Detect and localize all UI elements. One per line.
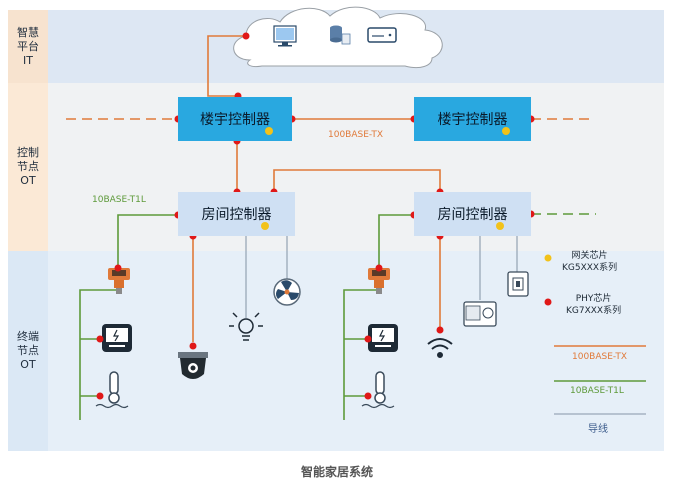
server-icon [367,27,397,43]
control-layer-label: 控制 节点 OT [8,83,48,251]
wifi-icon [427,338,453,358]
switch-icon [507,271,529,297]
legend-wire-text: 导线 [588,424,608,435]
legend-gateway-text: 网关芯片 KG5XXX系列 [562,251,618,273]
thermometer-icon [95,371,129,409]
legend-gateway-dot [544,254,552,262]
legend-tx-text: 100BASE-TX [572,352,627,362]
legend-phy-dot [544,298,552,306]
cloud-uplink [207,35,246,97]
meter-icon [102,324,132,352]
meter-icon [368,324,398,352]
fan-icon [273,278,301,306]
terminal-layer-label: 终端 节点 OT [8,251,48,451]
database-icon [330,25,351,45]
tx-link-label: 100BASE-TX [328,130,383,140]
t1l-left [117,214,178,268]
building-controller-right: 楼宇控制器 [414,97,531,141]
room-controller-left: 房间控制器 [178,192,295,236]
gas-sensor-icon [108,268,130,294]
control-band [48,83,664,251]
building-to-room-right [273,169,441,192]
gateway-chip-dot [261,222,269,230]
terminal-band [48,251,664,451]
it-layer-label: 智慧 平台 IT [8,10,48,83]
t1l-right [378,214,414,268]
air-conditioner-icon [463,301,497,327]
gas-sensor-icon [368,268,390,294]
monitor-icon [273,25,297,47]
t1l-link-label: 10BASE-T1L [92,195,146,205]
camera-icon [178,352,208,379]
gateway-chip-dot [502,127,510,135]
room-controller-right: 房间控制器 [414,192,531,236]
building-controller-left: 楼宇控制器 [178,97,292,141]
bulb-icon [229,312,263,341]
legend-t1l-text: 10BASE-T1L [570,386,624,396]
diagram-caption: 智能家居系统 [300,465,373,479]
gateway-chip-dot [496,222,504,230]
gateway-chip-dot [265,127,273,135]
legend-phy-text: PHY芯片 KG7XXX系列 [566,294,622,316]
thermometer-icon [361,371,395,409]
